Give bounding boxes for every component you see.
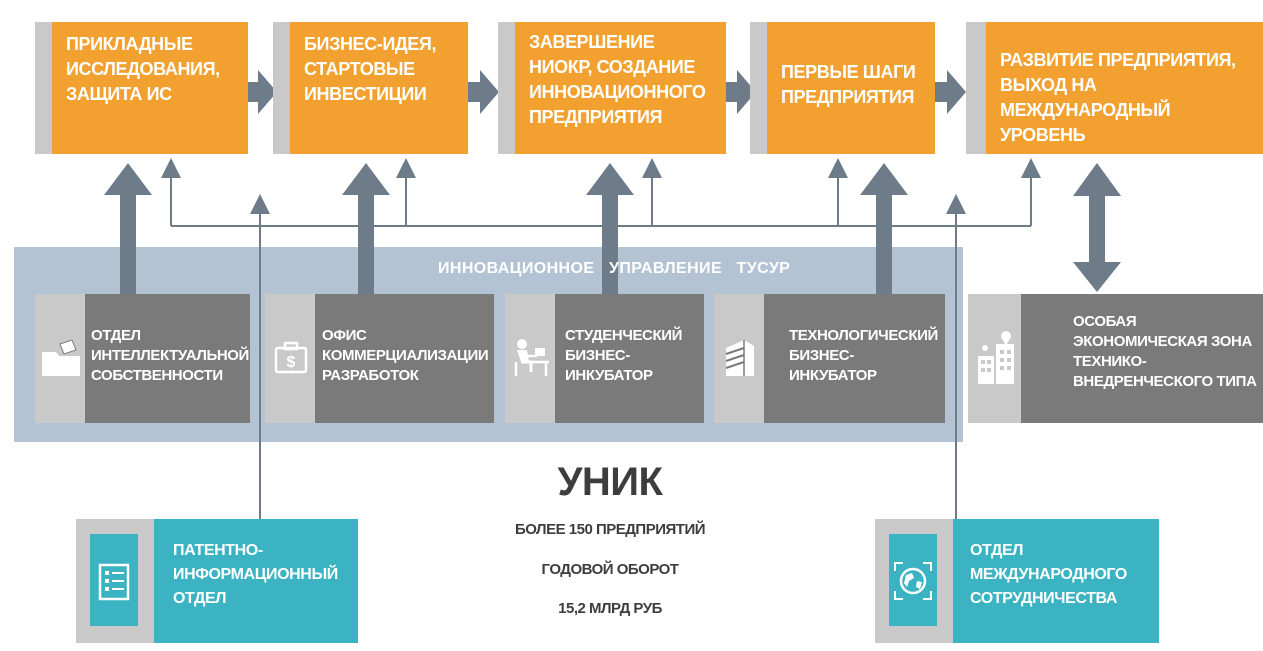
unik-title: УНИК [557, 460, 663, 504]
unik-turnover-label: ГОДОВОЙ ОБОРОТ [541, 561, 679, 578]
international-dept: ОТДЕЛ МЕЖДУНАРОДНОГО СОТРУДНИЧЕСТВА [875, 519, 1159, 643]
sez-panel [968, 294, 1263, 423]
svg-text:$: $ [287, 354, 296, 371]
department-label: ОТДЕЛ ИНТЕЛЛЕКТУАЛЬНОЙ СОБСТВЕННОСТИ [91, 327, 249, 384]
stage-flow-arrows [248, 70, 966, 114]
department-label: ТЕХНОЛОГИЧЕСКИЙ БИЗНЕС- ИНКУБАТОР [789, 327, 938, 384]
stage-first-steps: ПЕРВЫЕ ШАГИ ПРЕДПРИЯТИЯ [767, 22, 935, 154]
city-buildings-icon [978, 331, 1014, 384]
department-student-incubator: СТУДЕНЧЕСКИЙ БИЗНЕС- ИНКУБАТОР [505, 294, 704, 423]
stage-label: ПЕРВЫЕ ШАГИ ПРЕДПРИЯТИЯ [781, 62, 916, 107]
innovation-dept-title: ИННОВАЦИОННОЕ УПРАВЛЕНИЕ ТУСУР [438, 260, 791, 277]
stage-development: РАЗВИТИЕ ПРЕДПРИЯТИЯ, ВЫХОД НА МЕЖДУНАРО… [986, 22, 1263, 154]
globe-icon [894, 562, 932, 600]
money-briefcase-icon: $ [274, 341, 308, 374]
patent-label: ПАТЕНТНО- ИНФОРМАЦИОННЫЙ ОТДЕЛ [173, 542, 338, 607]
department-commercialization-office: $ ОФИС КОММЕРЦИАЛИЗАЦИИ РАЗРАБОТОК [265, 294, 494, 423]
stage-business-idea: БИЗНЕС-ИДЕЯ, СТАРТОВЫЕ ИНВЕСТИЦИИ [290, 22, 468, 154]
patent-dept: ПАТЕНТНО- ИНФОРМАЦИОННЫЙ ОТДЕЛ [76, 519, 358, 643]
folder-document-icon [42, 340, 80, 376]
unik-turnover-value: 15,2 МЛРД РУБ [558, 600, 662, 617]
thin-connectors [161, 158, 1041, 519]
student-at-desk-icon [514, 339, 549, 376]
sez-label: ОСОБАЯ ЭКОНОМИЧЕСКАЯ ЗОНА ТЕХНИКО- ВНЕДР… [1073, 313, 1257, 390]
department-label: СТУДЕНЧЕСКИЙ БИЗНЕС- ИНКУБАТОР [565, 327, 683, 384]
stage-label: РАЗВИТИЕ ПРЕДПРИЯТИЯ, ВЫХОД НА МЕЖДУНАРО… [1000, 50, 1236, 145]
department-tech-incubator: ТЕХНОЛОГИЧЕСКИЙ БИЗНЕС- ИНКУБАТОР [714, 294, 945, 423]
department-ip-office: ОТДЕЛ ИНТЕЛЛЕКТУАЛЬНОЙ СОБСТВЕННОСТИ [35, 294, 250, 423]
stage-applied-research: ПРИКЛАДНЫЕ ИССЛЕДОВАНИЯ, ЗАЩИТА ИС [52, 22, 248, 154]
stage-rnd-completion: ЗАВЕРШЕНИЕ НИОКР, СОЗДАНИЕ ИННОВАЦИОННОГ… [515, 22, 726, 154]
building-icon [725, 340, 754, 376]
stage-label: ЗАВЕРШЕНИЕ НИОКР, СОЗДАНИЕ ИННОВАЦИОННОГ… [529, 32, 706, 127]
sez-double-arrow [1073, 163, 1121, 292]
department-up-arrows [104, 163, 908, 294]
unik-enterprises: БОЛЕЕ 150 ПРЕДПРИЯТИЙ [514, 521, 706, 538]
stage-label: ПРИКЛАДНЫЕ ИССЛЕДОВАНИЯ, ЗАЩИТА ИС [66, 34, 220, 104]
international-label: ОТДЕЛ МЕЖДУНАРОДНОГО СОТРУДНИЧЕСТВА [970, 542, 1127, 607]
stage-label: БИЗНЕС-ИДЕЯ, СТАРТОВЫЕ ИНВЕСТИЦИИ [304, 34, 437, 104]
department-label: ОФИС КОММЕРЦИАЛИЗАЦИИ РАЗРАБОТОК [322, 327, 489, 384]
checklist-icon [98, 563, 130, 601]
